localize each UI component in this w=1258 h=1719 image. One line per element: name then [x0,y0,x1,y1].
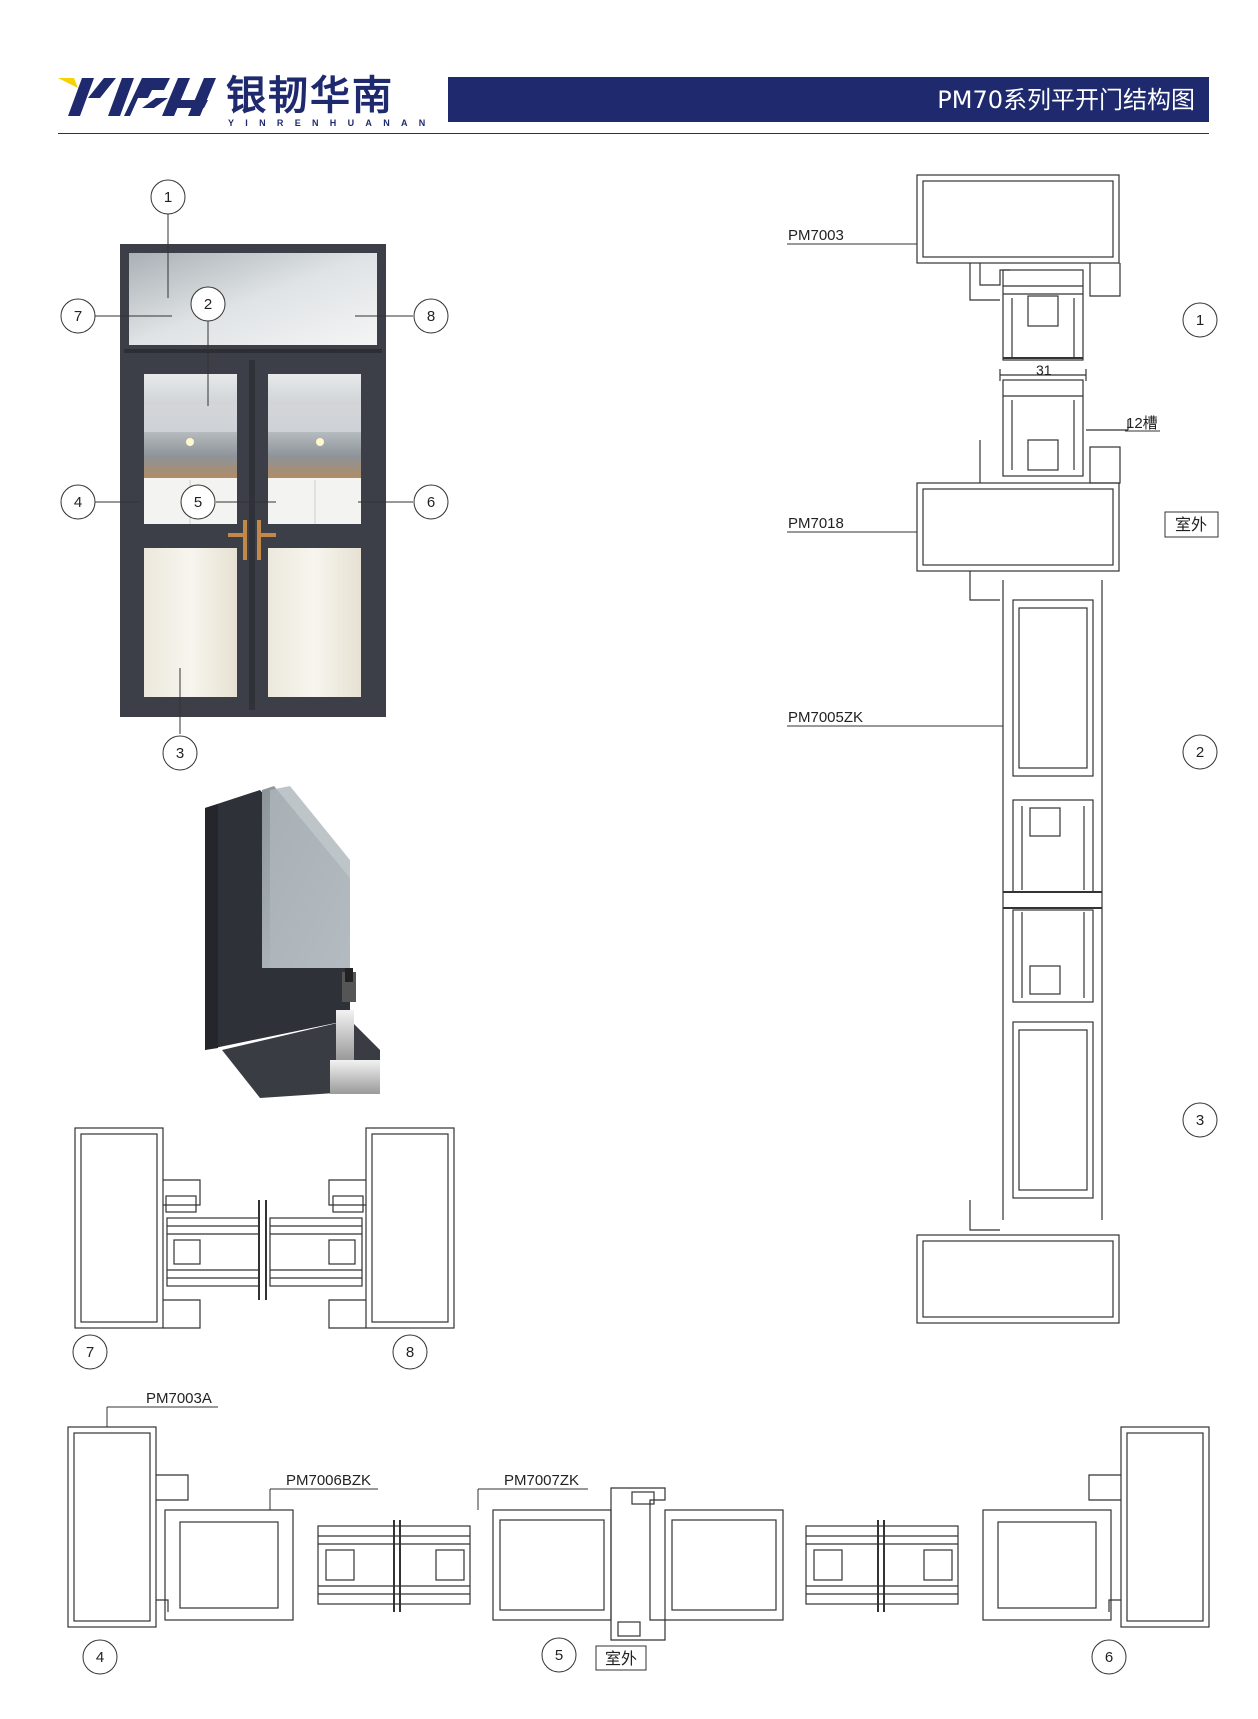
callout-label: 7 [74,308,82,325]
callout-8 [413,298,449,334]
section-callout: 5 [555,1647,563,1664]
callout-3 [162,735,198,771]
slot-label: 12槽 [1126,415,1158,432]
callout-7 [60,298,96,334]
label-pm7003a: PM7003A [146,1390,212,1407]
left-handle-icon [243,520,247,560]
callout-5 [180,484,216,520]
section-callout: 1 [1196,312,1204,329]
label-pm7007zk: PM7007ZK [504,1472,579,1489]
callout-label: 2 [204,296,212,313]
page-title: PM70系列平开门结构图 [937,86,1195,114]
dimension-31: 31 [1036,362,1052,378]
callout-label: 6 [427,494,435,511]
door-elevation [120,244,386,717]
brand-logo: 银韧华南 YINRENHUANAN [58,72,448,128]
callout-6 [413,484,449,520]
label-pm7006bzk: PM7006BZK [286,1472,371,1489]
section-callout: 8 [406,1344,414,1361]
callout-label: 5 [194,494,202,511]
callout-1 [150,179,186,215]
transom-glass [129,253,377,345]
outside-label-vertical: 室外 [1175,516,1207,534]
callout-label: 3 [176,745,184,762]
section-callout: 2 [1196,744,1204,761]
section-callout: 4 [96,1649,104,1666]
section-callout: 7 [86,1344,94,1361]
callout-2 [190,286,226,322]
section-meeting-stile [74,1127,455,1329]
outside-label-horizontal: 室外 [605,1650,637,1668]
section-callout: 3 [1196,1112,1204,1129]
lower-right-panel [268,548,361,697]
section-callout: 6 [1105,1649,1113,1666]
label-pm7003: PM7003 [788,227,844,244]
section-vertical [916,174,1129,1324]
header-divider [58,133,1209,134]
callout-label: 4 [74,494,82,511]
callout-4 [60,484,96,520]
lower-left-panel [144,548,237,697]
right-handle-icon [257,520,261,560]
label-pm7018: PM7018 [788,515,844,532]
logo-mark-icon [58,78,216,116]
callout-label: 8 [427,308,435,325]
title-bar: PM70系列平开门结构图 [448,77,1209,122]
callout-label: 1 [164,189,172,206]
brand-name-en: YINRENHUANAN [228,118,437,128]
profile-3d-render [205,786,380,1098]
brand-name-cn: 银韧华南 [226,73,394,119]
section-horizontal [67,1426,1210,1641]
label-pm7005zk: PM7005ZK [788,709,863,726]
